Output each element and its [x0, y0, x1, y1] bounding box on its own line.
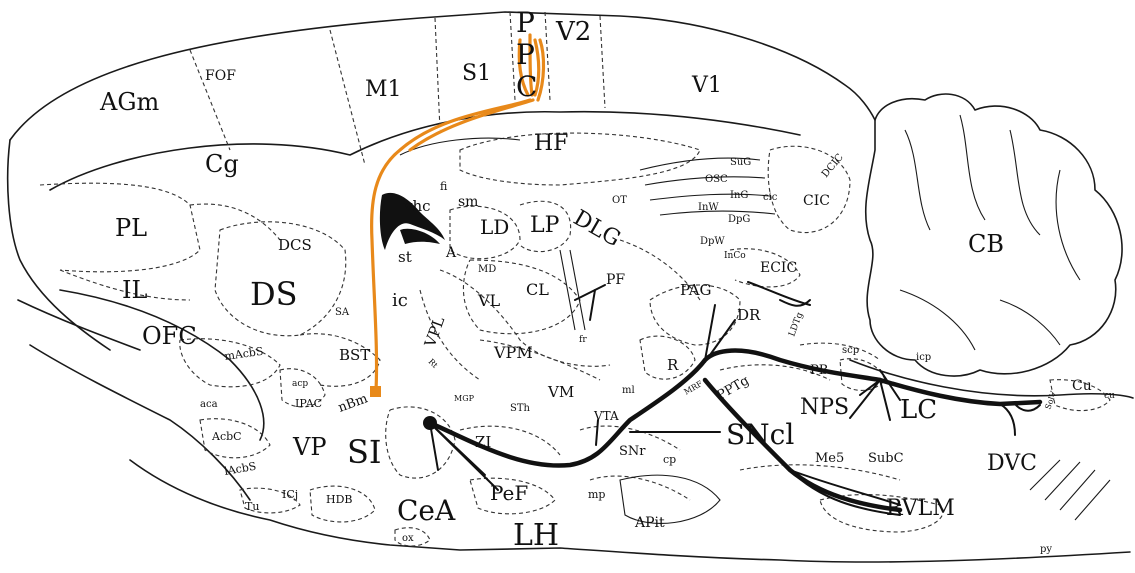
- label-vpl: VPL: [421, 314, 449, 350]
- label-ml: ml: [622, 385, 635, 396]
- label-py: py: [1040, 544, 1052, 555]
- label-ldtg: LDTg: [787, 311, 805, 338]
- label-snr: SNr: [619, 444, 646, 459]
- nbm-terminal-marker: [370, 386, 381, 397]
- label-cb: CB: [968, 230, 1004, 258]
- label-mgp: MGP: [454, 394, 475, 403]
- label-lc: LC: [900, 395, 937, 425]
- label-acp: acp: [292, 379, 308, 389]
- label-ic: ic: [392, 290, 408, 311]
- label-dvc: DVC: [987, 451, 1037, 476]
- label-scp: scp: [842, 345, 859, 356]
- label-nps: NPS: [800, 395, 849, 420]
- label-rvlm: RVLM: [886, 496, 955, 521]
- label-hf: HF: [534, 131, 568, 156]
- label-a: A: [445, 245, 457, 261]
- label-vp: VP: [292, 433, 326, 461]
- label-ld: LD: [480, 215, 509, 239]
- label-pl: PL: [115, 214, 147, 242]
- label-sm: sm: [458, 194, 478, 210]
- label-ing: InG: [730, 190, 748, 201]
- label-tu: Tu: [245, 500, 259, 513]
- label-subc: SubC: [868, 451, 904, 466]
- label-cl: CL: [526, 280, 549, 299]
- label-vm: VM: [547, 383, 574, 401]
- label-pf: PF: [606, 272, 625, 288]
- label-m1: M1: [365, 77, 402, 102]
- label-fi: fi: [440, 180, 448, 193]
- label-cic-small: cic: [763, 192, 778, 203]
- label-pag: PAG: [680, 281, 712, 299]
- label-vhc: vhc: [403, 197, 431, 215]
- label-aca: aca: [200, 399, 218, 410]
- label-ds: DS: [250, 275, 298, 313]
- label-ppc-p1: P: [516, 6, 535, 39]
- label-r: R: [667, 356, 679, 374]
- label-mp: mp: [588, 488, 605, 501]
- label-lacbs: lAcbS: [223, 460, 257, 478]
- label-vpm: VPM: [493, 343, 533, 362]
- label-inco: InCo: [724, 251, 746, 261]
- label-macbs: mAcbS: [224, 345, 265, 363]
- label-lh: LH: [513, 518, 559, 553]
- label-fr: fr: [579, 335, 587, 345]
- label-ot: OT: [612, 195, 627, 206]
- label-dpg: DpG: [728, 214, 750, 225]
- label-v1: V1: [691, 73, 722, 98]
- label-v2: V2: [555, 17, 591, 47]
- region-labels: P P C V2 V1 S1 M1 FOF AGm Cg PL IL OFC D…: [99, 6, 1115, 555]
- label-vta: VTA: [593, 409, 619, 423]
- label-me5: Me5: [815, 451, 844, 466]
- label-cg: Cg: [205, 150, 239, 178]
- label-st: st: [398, 248, 412, 266]
- label-pptg: PPTg: [715, 373, 752, 403]
- label-pef: PeF: [490, 481, 528, 505]
- label-cu-lower: cu: [1104, 391, 1115, 401]
- label-s1: S1: [462, 61, 491, 86]
- label-cp: cp: [663, 453, 676, 466]
- label-acbc: AcbC: [211, 430, 242, 443]
- label-zi: ZI: [475, 433, 491, 451]
- label-osc: OSC: [705, 174, 728, 185]
- label-cea: CeA: [397, 494, 456, 527]
- label-cic: CIC: [803, 193, 830, 209]
- label-bst: BST: [339, 346, 370, 364]
- label-agm: AGm: [99, 88, 160, 116]
- label-apit: APit: [634, 515, 665, 531]
- label-dlg: DLG: [569, 206, 625, 253]
- label-sa: SA: [335, 307, 350, 318]
- label-ppc-c: C: [516, 70, 537, 103]
- label-ppc-p2: P: [516, 38, 535, 71]
- label-rt: Rt: [427, 357, 440, 370]
- label-si: SI: [347, 433, 382, 471]
- label-hdb: HDB: [326, 493, 353, 506]
- brain-outline: [8, 12, 1133, 562]
- label-icp: icp: [916, 352, 931, 363]
- label-il: IL: [122, 276, 147, 304]
- label-inw: InW: [698, 202, 719, 213]
- label-sth: STh: [510, 403, 531, 414]
- label-ipac: IPAC: [295, 397, 322, 410]
- label-vl: VL: [477, 291, 501, 310]
- label-nbm: nBm: [336, 391, 370, 415]
- label-md: MD: [478, 264, 496, 275]
- label-sug: SuG: [730, 157, 751, 168]
- label-icj: ICj: [282, 488, 298, 501]
- label-ofc: OFC: [142, 322, 197, 350]
- label-dr: DR: [737, 306, 761, 324]
- label-dcs: DCS: [278, 236, 312, 254]
- label-solv: SolV: [1043, 390, 1058, 411]
- label-pb: PB: [810, 363, 828, 378]
- label-sncl: SNcl: [726, 418, 794, 451]
- label-cu-upper: Cu: [1072, 378, 1092, 394]
- label-lp: LP: [530, 213, 560, 238]
- label-fof: FOF: [205, 68, 236, 84]
- label-ox: ox: [402, 533, 414, 544]
- label-dpw: DpW: [700, 236, 725, 247]
- label-ecic: ECIC: [760, 260, 797, 276]
